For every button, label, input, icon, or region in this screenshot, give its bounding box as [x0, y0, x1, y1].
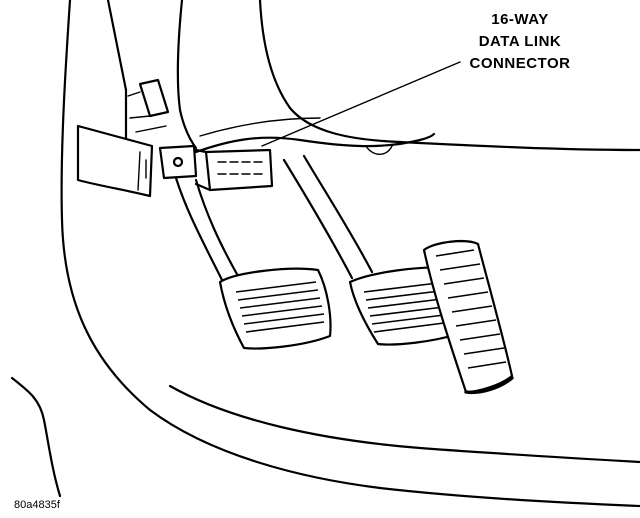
strap-bracket — [76, 124, 154, 198]
kick-panel-outline — [60, 0, 640, 508]
column-brace — [138, 78, 170, 118]
column-detail — [127, 91, 167, 133]
connector-callout-label: 16-WAY DATA LINK CONNECTOR — [470, 11, 571, 72]
data-link-connector — [194, 148, 274, 192]
bracket-screw — [172, 156, 184, 168]
column-panel-right — [176, 0, 198, 150]
left-pad-body — [218, 267, 332, 350]
connector-body — [204, 148, 274, 192]
accelerator-pad-body — [422, 240, 514, 394]
accelerator-pad-ribs — [435, 249, 507, 369]
dash-lower-edge — [199, 117, 321, 137]
callout-line-2: DATA LINK — [479, 33, 562, 50]
left-pedal-arm-inner — [194, 178, 240, 278]
accelerator-base — [464, 376, 514, 395]
column-panel-left — [106, 0, 128, 162]
center-pedal-arm-outer — [282, 158, 354, 280]
center-pedal-arm-inner — [302, 154, 374, 274]
floor-contour — [10, 376, 62, 498]
left-pedal-pad — [218, 267, 332, 350]
accelerator-pedal — [422, 240, 514, 395]
figure-code: 80a4835f — [14, 499, 61, 511]
left-pad-ribs — [235, 281, 325, 333]
floor-line — [168, 384, 640, 464]
center-pad-ribs — [363, 281, 453, 333]
left-pedal-arm-outer — [174, 176, 224, 282]
strap-detail — [137, 151, 147, 191]
callout-line-1: 16-WAY — [491, 11, 548, 28]
callout-leader-line — [261, 61, 461, 147]
callout-line-3: CONNECTOR — [470, 55, 571, 72]
wire-harness — [194, 132, 436, 154]
dash-underside — [258, 0, 640, 152]
wire-loop — [365, 145, 393, 155]
